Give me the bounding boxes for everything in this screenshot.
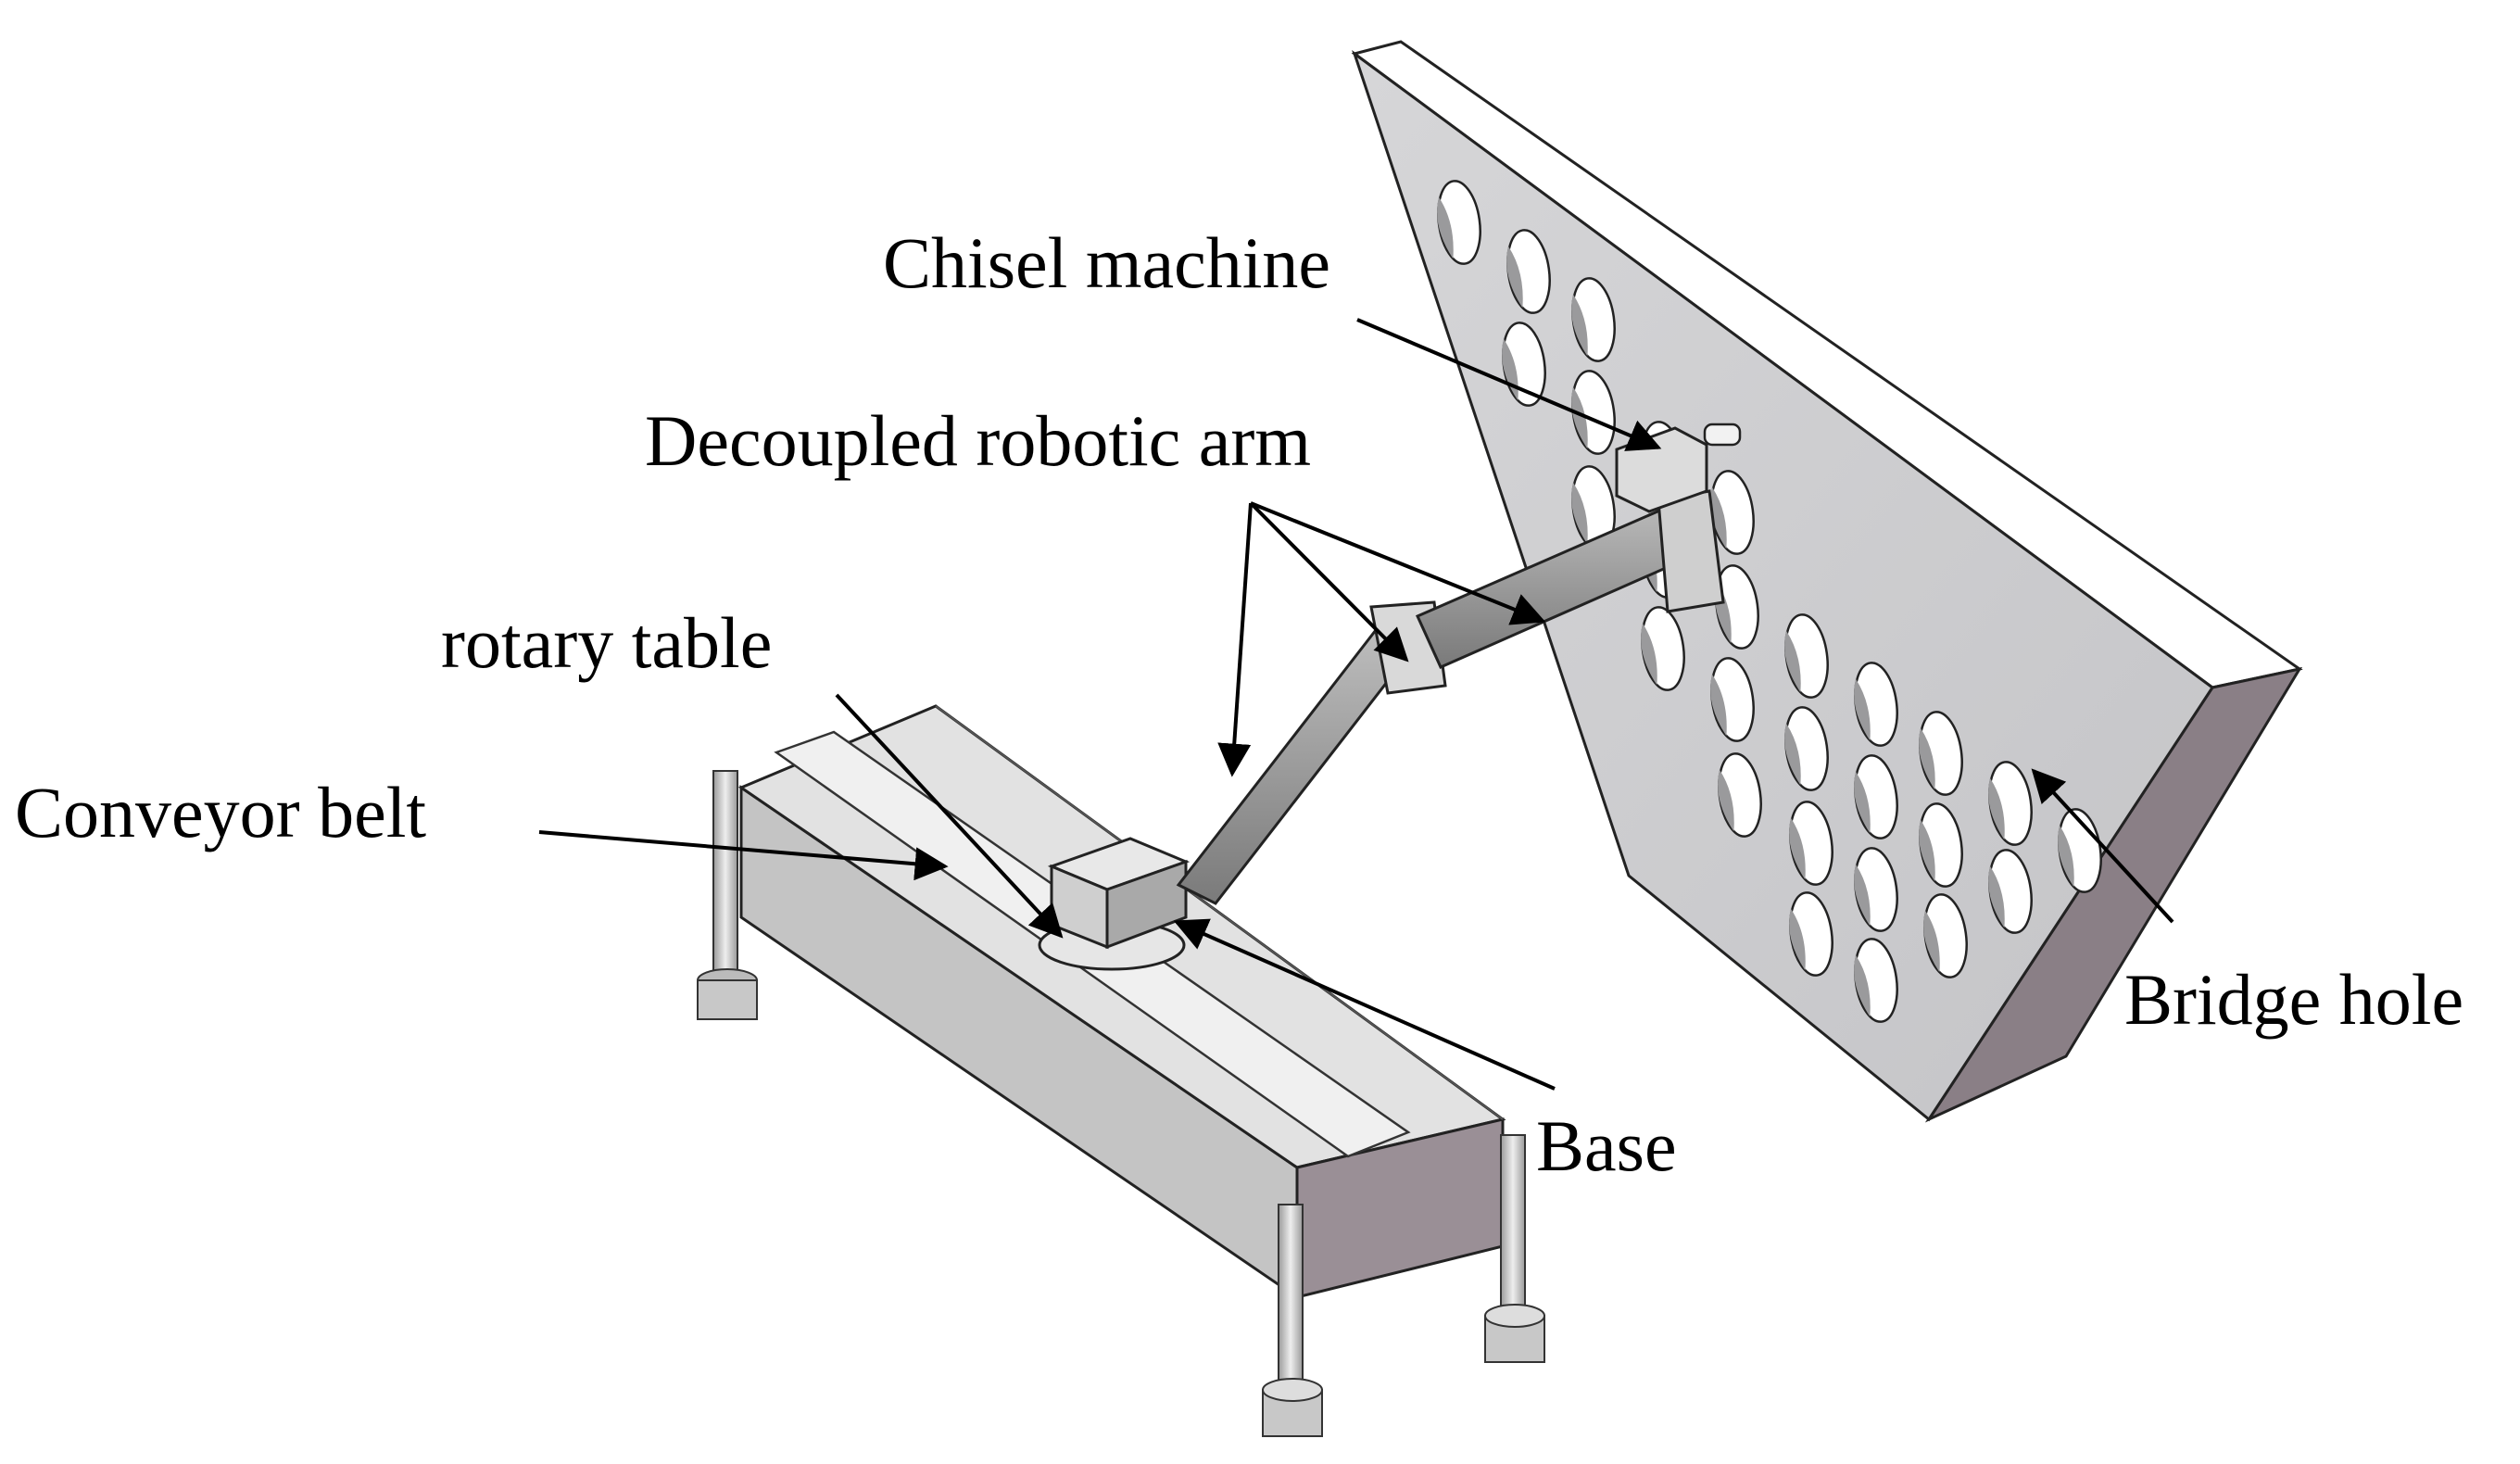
bridge-hole-shadow	[1854, 771, 1871, 834]
chisel-bit	[1703, 423, 1742, 447]
leader-chisel-machine	[1356, 318, 1662, 451]
bridge-hole-shadow	[1784, 723, 1801, 786]
bridge-hole-shadow	[1789, 908, 1806, 971]
conveyor-belt	[697, 704, 1545, 1437]
bridge-hole-shadow	[1571, 294, 1588, 357]
bridge-hole-shadow	[1784, 630, 1801, 693]
leader-base	[1173, 918, 1556, 1091]
bridge-hole-shadow	[1506, 246, 1523, 309]
leader-arm-upper	[1250, 501, 1546, 625]
leader-rotary-table	[835, 693, 1064, 939]
label-rotary-table: rotary table	[441, 602, 773, 683]
bridge-hole-shadow	[1854, 864, 1871, 927]
bridge-hole-shadow	[1571, 482, 1588, 545]
bridge-hole-shadow	[1641, 623, 1657, 686]
bridge-hole-shadow	[1718, 769, 1734, 832]
bridge-hole-shadow	[1710, 674, 1727, 737]
label-conveyor-belt: Conveyor belt	[15, 772, 427, 852]
bridge-hole-shadow	[1988, 777, 2005, 840]
leader-lines	[538, 318, 2174, 1091]
conveyor-foot	[1484, 1304, 1545, 1328]
bridge-hole-shadow	[1988, 865, 2005, 928]
bridge-hole-shadow	[1571, 386, 1588, 449]
bridge-hole-shadow	[1437, 196, 1454, 259]
label-bridge-hole: Bridge hole	[2124, 959, 2464, 1040]
belt-edge	[935, 705, 1504, 1120]
conveyor-foot	[697, 979, 758, 1020]
bridge-hole-shadow	[1923, 910, 1940, 973]
bridge-hole-shadow	[1854, 954, 1871, 1017]
label-chisel-machine: Chisel machine	[883, 222, 1331, 303]
label-base: Base	[1536, 1105, 1677, 1186]
leader-bridge-hole	[2031, 768, 2174, 924]
bridge-hole-shadow	[1919, 727, 1935, 790]
leader-arm-elbow	[1249, 501, 1409, 663]
leader-arm-lower	[1217, 502, 1253, 777]
bridge-hole-shadow	[2058, 825, 2074, 888]
conveyor-foot	[1262, 1378, 1323, 1402]
bridge-hole-shadow	[1789, 817, 1806, 880]
bridge-hole-shadow	[1854, 678, 1871, 741]
label-decoupled-robotic-arm: Decoupled robotic arm	[645, 400, 1312, 481]
leader-conveyor-belt	[538, 830, 949, 881]
base-box-side	[1105, 859, 1188, 950]
bridge-hole-shadow	[1710, 486, 1727, 549]
bridge-hole-shadow	[1919, 819, 1935, 882]
lower-arm	[1176, 628, 1416, 905]
